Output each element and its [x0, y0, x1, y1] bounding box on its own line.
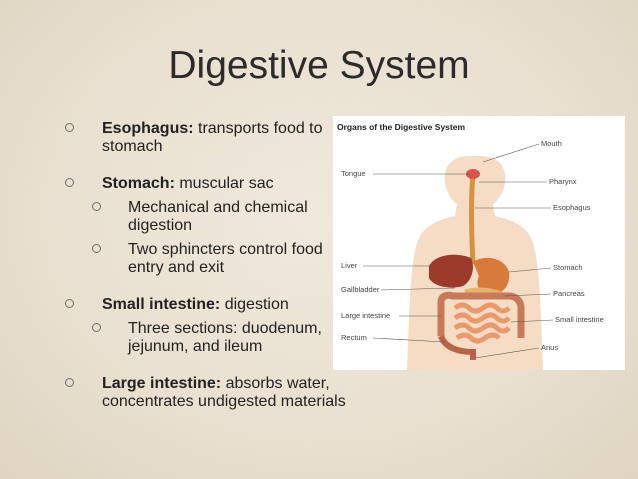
bullet-ring-icon	[65, 123, 74, 132]
label-mouth: Mouth	[541, 139, 562, 148]
bullet-text: transports food to stomach	[102, 120, 323, 155]
sub-bullet-text: Mechanical and chemical digestion	[128, 199, 308, 234]
bullet-ring-icon	[65, 178, 74, 187]
label-large-intestine: Large intestine	[341, 311, 390, 320]
bullet-term: Small intestine:	[102, 296, 221, 313]
label-stomach: Stomach	[553, 263, 583, 272]
diagram-title: Organs of the Digestive System	[337, 122, 465, 132]
sub-bullet-sections: Three sections: duodenum, jejunum, and i…	[62, 320, 362, 356]
sub-bullet-text: Two sphincters control food entry and ex…	[128, 241, 323, 276]
label-tongue: Tongue	[341, 169, 366, 178]
slide-title: Digestive System	[168, 44, 470, 87]
stomach-organ	[473, 257, 510, 295]
label-small-intestine: Small intestine	[555, 315, 604, 324]
sub-bullet-ring-icon	[92, 323, 101, 332]
bullet-text: muscular sac	[174, 175, 274, 192]
small-intestine-organ	[453, 302, 511, 344]
sub-bullet-sphincters: Two sphincters control food entry and ex…	[62, 241, 362, 277]
liver-organ	[429, 254, 473, 288]
bullet-term: Large intestine:	[102, 375, 222, 392]
label-esophagus: Esophagus	[553, 203, 591, 212]
esophagus-organ	[469, 173, 476, 265]
bullet-list: Esophagus: transports food to stomach St…	[62, 120, 362, 411]
label-rectum: Rectum	[341, 333, 367, 342]
bullet-ring-icon	[65, 299, 74, 308]
sub-bullet-ring-icon	[92, 244, 101, 253]
label-gallbladder: Gallbladder	[341, 285, 380, 294]
label-pancreas: Pancreas	[553, 289, 585, 298]
sub-bullet-text: Three sections: duodenum, jejunum, and i…	[128, 320, 322, 355]
bullet-small-intestine: Small intestine: digestion	[62, 296, 362, 314]
mouth-organ	[466, 169, 480, 179]
bullet-ring-icon	[65, 378, 74, 387]
bullet-large-intestine: Large intestine: absorbs water, concentr…	[62, 375, 362, 411]
bullet-term: Stomach:	[102, 175, 175, 192]
bullet-term: Esophagus:	[102, 120, 194, 137]
label-liver: Liver	[341, 261, 358, 270]
digestive-system-diagram: Organs of the Digestive System Tongue Li…	[333, 116, 625, 370]
sub-bullet-ring-icon	[92, 202, 101, 211]
label-anus: Anus	[541, 343, 558, 352]
bullet-text: absorbs water, concentrates undigested m…	[102, 375, 346, 410]
bullet-stomach: Stomach: muscular sac	[62, 175, 362, 193]
label-pharynx: Pharynx	[549, 177, 577, 186]
large-intestine-organ	[437, 291, 525, 338]
rectum-organ	[438, 334, 476, 360]
bullet-esophagus: Esophagus: transports food to stomach	[62, 120, 362, 156]
sub-bullet-digestion: Mechanical and chemical digestion	[62, 199, 362, 235]
bullet-text: digestion	[220, 296, 289, 313]
